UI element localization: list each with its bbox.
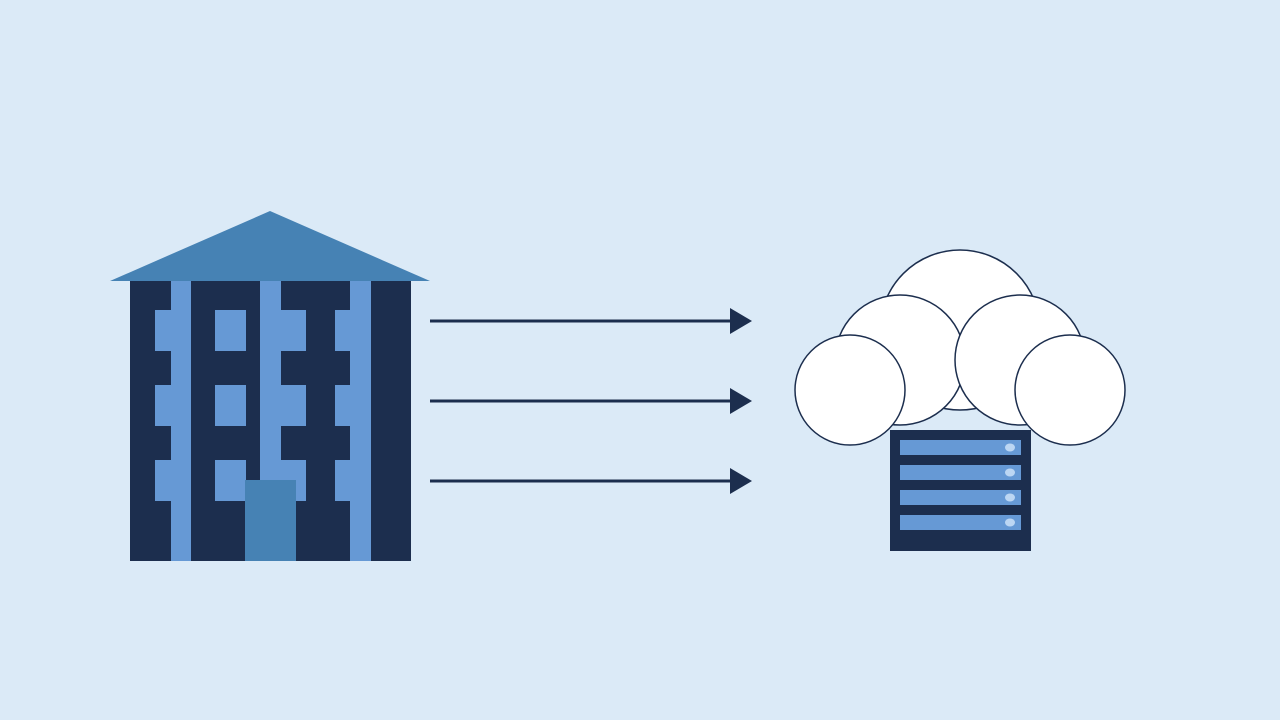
building-window	[215, 460, 246, 501]
building-window	[335, 385, 350, 426]
server-led	[1005, 443, 1015, 452]
server-rack-icon	[890, 430, 1031, 551]
building-window	[335, 460, 350, 501]
building-window	[155, 310, 171, 351]
server-unit	[900, 490, 1021, 505]
building-door	[245, 480, 296, 561]
building-roof	[110, 211, 430, 281]
building-window	[155, 385, 171, 426]
arrow-right-icon	[430, 468, 752, 494]
server-led	[1005, 518, 1015, 527]
building-window	[155, 460, 171, 501]
server-led	[1005, 468, 1015, 477]
cloud-icon	[794, 249, 1126, 446]
server-led	[1005, 493, 1015, 502]
building-window	[215, 310, 246, 351]
office-building-icon	[110, 211, 430, 561]
building-pillar	[171, 281, 191, 561]
building-window	[281, 310, 306, 351]
building-window	[281, 385, 306, 426]
arrow-right-icon	[430, 388, 752, 414]
building-window	[215, 385, 246, 426]
server-unit	[900, 440, 1021, 455]
cloud-puff	[794, 334, 906, 446]
building-pillar	[350, 281, 371, 561]
arrow-right-icon	[430, 308, 752, 334]
server-unit	[900, 465, 1021, 480]
server-unit	[900, 515, 1021, 530]
cloud-puff	[1014, 334, 1126, 446]
building-window	[335, 310, 350, 351]
